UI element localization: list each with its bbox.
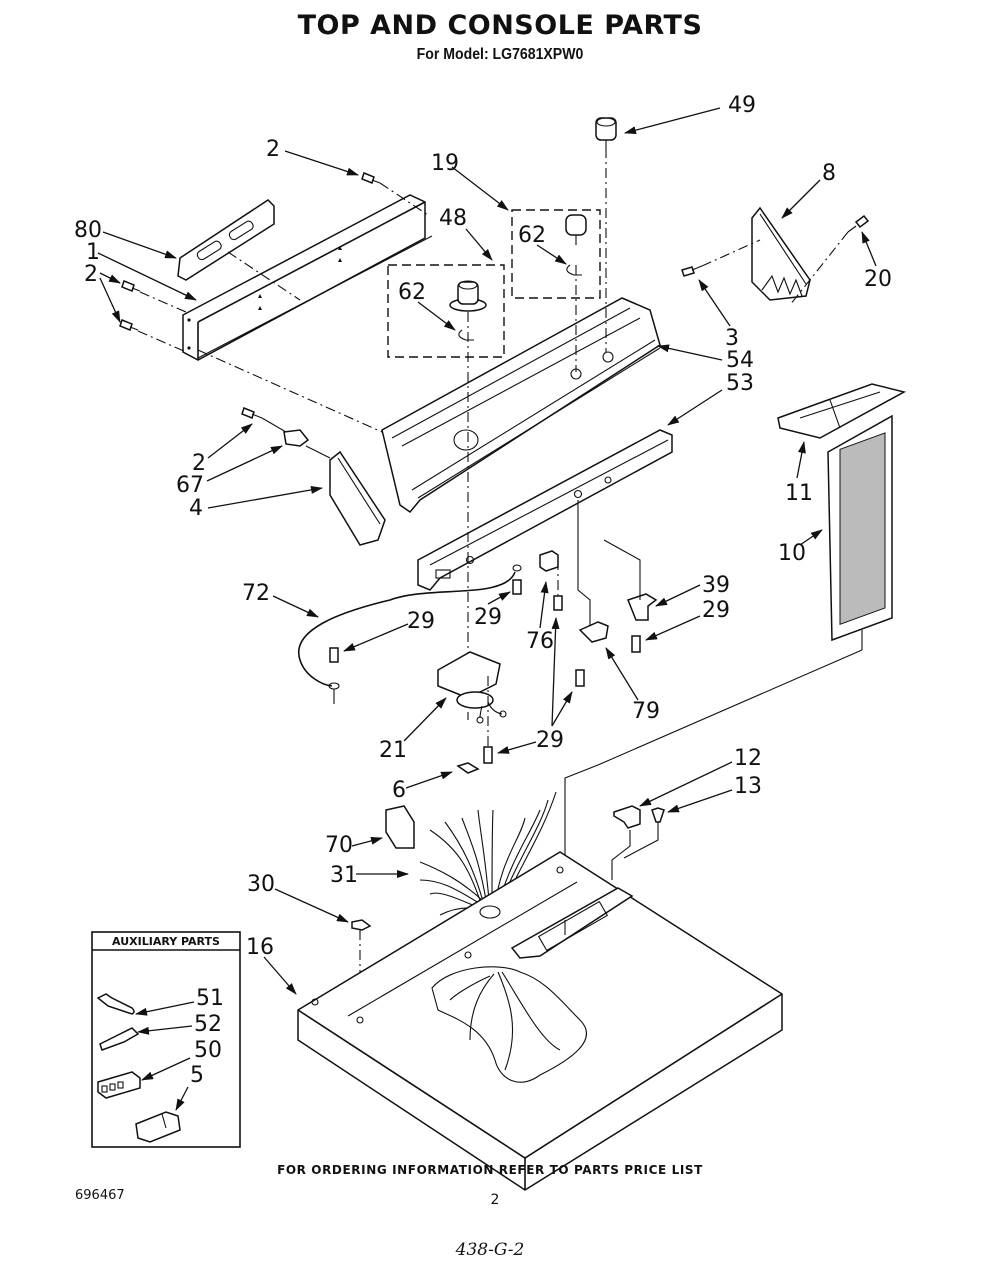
callout-16: 16 <box>246 935 274 960</box>
screw-2-left-a <box>121 280 141 292</box>
callout-29: 29 <box>702 598 730 623</box>
aux-callout-51: 51 <box>196 986 224 1011</box>
screw-2-mid <box>241 407 263 419</box>
clip-30 <box>351 919 372 931</box>
aux-callout-50: 50 <box>194 1038 222 1063</box>
callout-21: 21 <box>379 738 407 763</box>
callout-30: 30 <box>247 872 275 897</box>
callout-12: 12 <box>734 746 762 771</box>
callout-48: 48 <box>439 206 467 231</box>
callout-29: 29 <box>536 728 564 753</box>
callout-20: 20 <box>864 267 892 292</box>
callout-70: 70 <box>325 833 353 858</box>
callout-labels: 2 80 1 2 19 62 48 62 49 8 20 3 54 53 11 … <box>74 93 892 995</box>
callout-2: 2 <box>192 451 206 476</box>
knob-49 <box>595 117 617 148</box>
screw-20 <box>847 214 870 233</box>
bracket-80 <box>177 199 275 281</box>
callout-62: 62 <box>518 223 546 248</box>
console-backing-panel <box>182 194 433 361</box>
document-number: 696467 <box>75 1188 125 1203</box>
auxiliary-parts-title: AUXILIARY PARTS <box>112 935 220 948</box>
clip-12 <box>613 805 641 829</box>
screw-29-e <box>483 746 493 764</box>
end-cap-8 <box>751 206 811 301</box>
connector-housing-5 <box>135 1111 181 1143</box>
callout-67: 67 <box>176 473 204 498</box>
callout-31: 31 <box>330 863 358 888</box>
ordering-note: FOR ORDERING INFORMATION REFER TO PARTS … <box>277 1163 703 1177</box>
aux-callout-52: 52 <box>194 1012 222 1037</box>
screw-29-b <box>512 564 522 595</box>
knob-19 <box>565 214 587 276</box>
screw-29-d <box>575 669 585 687</box>
callout-19: 19 <box>431 151 459 176</box>
callout-8: 8 <box>822 161 836 186</box>
end-cap-4 <box>329 450 386 546</box>
screw-2-top <box>361 172 381 184</box>
terminal-51 <box>96 993 135 1015</box>
callout-80: 80 <box>74 218 102 243</box>
callout-53: 53 <box>726 371 754 396</box>
switch-76 <box>539 550 559 572</box>
callout-62: 62 <box>398 280 426 305</box>
page-title: TOP AND CONSOLE PARTS <box>297 10 703 41</box>
callout-79: 79 <box>632 699 660 724</box>
connector-block-50 <box>97 1071 141 1099</box>
clip-67 <box>283 429 310 447</box>
ground-wire-72 <box>297 571 516 687</box>
handwritten-reference: 438-G-2 <box>455 1240 525 1260</box>
aux-callout-5: 5 <box>190 1063 204 1088</box>
model-subtitle: For Model: LG7681XPW0 <box>416 46 584 63</box>
callout-54: 54 <box>726 348 754 373</box>
callout-49: 49 <box>728 93 756 118</box>
callout-72: 72 <box>242 581 270 606</box>
auxiliary-parts-box: AUXILIARY PARTS 51 52 50 5 <box>91 931 241 1148</box>
top-panel-16 <box>297 851 783 1191</box>
lint-screen-cover-11 <box>777 383 907 439</box>
callout-10: 10 <box>778 541 806 566</box>
callout-1: 1 <box>86 240 100 265</box>
console-bracket-53 <box>417 429 673 591</box>
callout-3: 3 <box>725 326 739 351</box>
callout-4: 4 <box>189 496 203 521</box>
knob-assembly-19-box <box>511 209 601 299</box>
callout-2: 2 <box>266 137 280 162</box>
page-number: 2 <box>490 1192 500 1208</box>
switch-39 <box>627 593 658 621</box>
callout-6: 6 <box>392 778 406 803</box>
wire-clip-6 <box>456 762 480 774</box>
screw-2-left-b <box>119 319 139 331</box>
switch-79 <box>578 621 609 643</box>
callout-11: 11 <box>785 481 813 506</box>
callout-13: 13 <box>734 774 762 799</box>
callout-39: 39 <box>702 573 730 598</box>
callout-76: 76 <box>526 629 554 654</box>
screw-29-76 <box>553 595 563 611</box>
callout-2: 2 <box>84 262 98 287</box>
console-54 <box>381 297 661 514</box>
knob-48 <box>449 280 487 341</box>
lint-screen-10 <box>827 414 893 650</box>
strain-relief-70 <box>385 805 415 849</box>
screw-13 <box>651 807 665 823</box>
screw-29-a <box>328 647 340 704</box>
timer-21 <box>437 651 507 724</box>
callout-29: 29 <box>407 609 435 634</box>
knob-assembly-48-box <box>387 264 505 358</box>
callout-29: 29 <box>474 605 502 630</box>
screw-3 <box>681 265 703 277</box>
screw-29-c <box>631 635 641 653</box>
